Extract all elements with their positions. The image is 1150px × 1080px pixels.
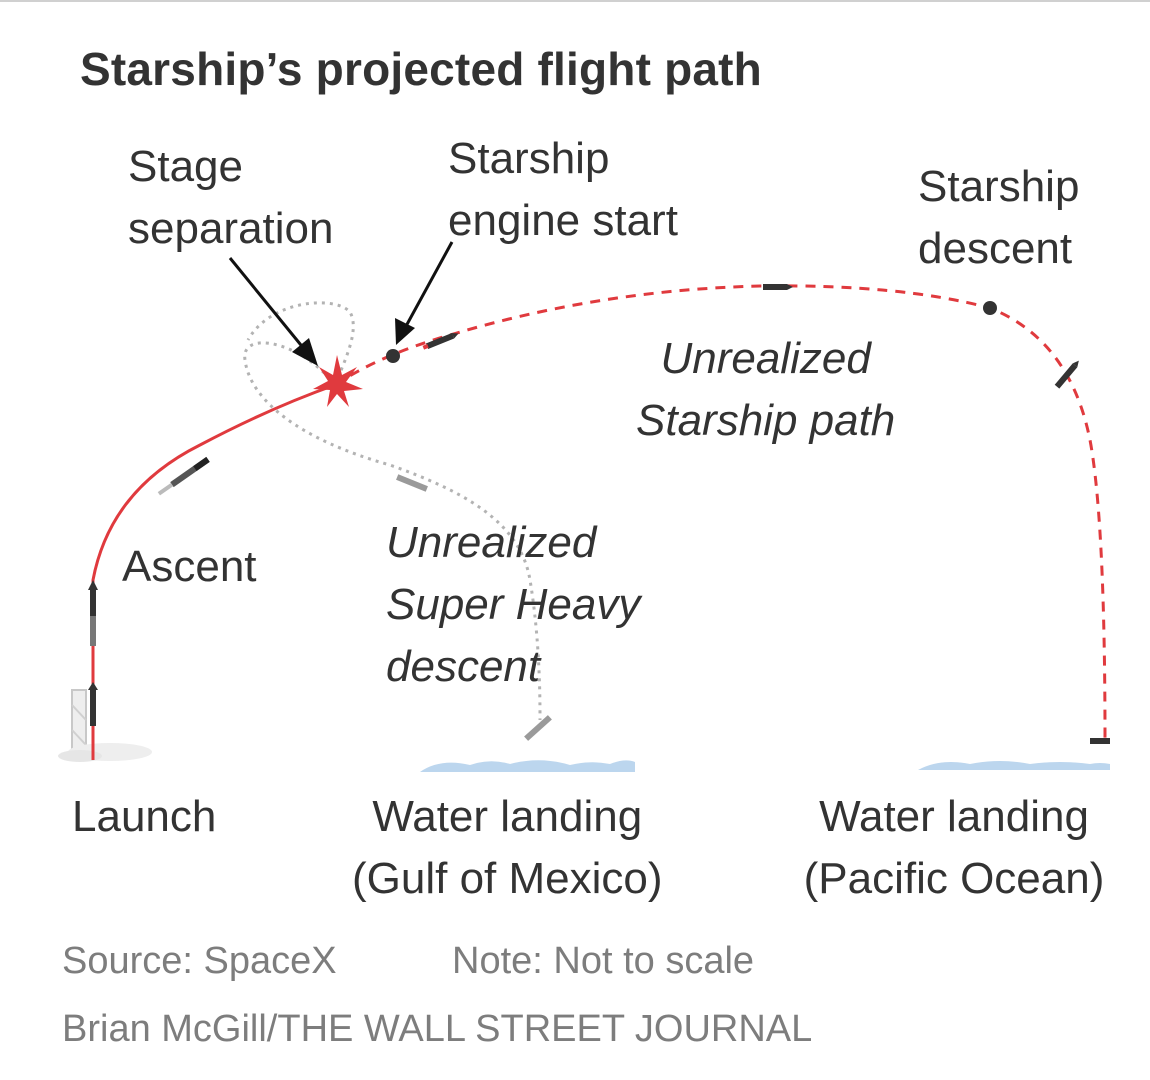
ascent-path <box>91 383 336 760</box>
booster-descent-icon <box>396 474 428 492</box>
rocket-starship-descent-icon <box>1054 360 1079 389</box>
source-note: Source: SpaceX <box>62 940 337 982</box>
engine-start-marker <box>386 349 400 363</box>
booster-landing-icon <box>524 715 552 741</box>
chart-title: Starship’s projected flight path <box>80 43 762 95</box>
rocket-starship-start-icon <box>422 332 459 350</box>
rocket-starship-apex-icon <box>763 284 793 290</box>
rocket-ascent-lower-icon <box>88 580 98 646</box>
top-rule <box>0 0 1150 2</box>
launch-pad <box>58 689 152 762</box>
ascent-label: Ascent <box>122 542 257 591</box>
credit-line: Brian McGill/THE WALL STREET JOURNAL <box>62 1008 813 1050</box>
descent-start-marker <box>983 301 997 315</box>
water-landing-pacific-label: Water landing (Pacific Ocean) <box>803 792 1105 903</box>
launch-label: Launch <box>72 792 217 841</box>
unrealized-super-heavy-descent-label: Unrealized Super Heavy descent <box>386 518 641 691</box>
water-landing-gulf-label: Water landing (Gulf of Mexico) <box>352 792 663 903</box>
rocket-starship-landing-icon <box>1090 738 1110 744</box>
engine-start-arrow <box>395 241 454 345</box>
stage-separation-label: Stage separation <box>128 142 334 253</box>
super-heavy-descent-path <box>243 341 542 721</box>
starship-descent-label: Starship descent <box>918 162 1080 273</box>
scale-note: Note: Not to scale <box>452 940 755 982</box>
stage-separation-arrow <box>228 257 318 366</box>
water-pacific-ocean <box>918 761 1110 770</box>
rocket-on-pad-icon <box>88 682 98 726</box>
unrealized-starship-path-label: Unrealized Starship path <box>636 334 896 445</box>
rocket-ascent-upper-icon <box>157 456 210 496</box>
stage-separation-burst-icon <box>313 355 363 407</box>
starship-engine-start-label: Starship engine start <box>448 134 678 245</box>
water-gulf-of-mexico <box>420 760 635 772</box>
